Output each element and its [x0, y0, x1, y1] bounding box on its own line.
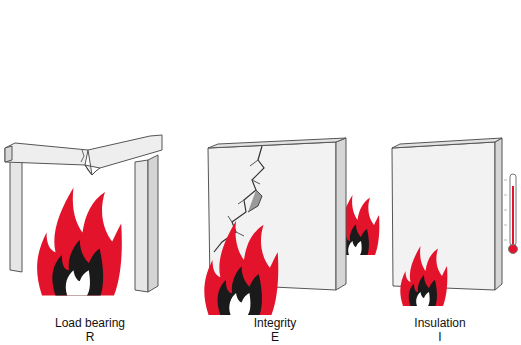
- criterion-name: Insulation: [414, 316, 465, 330]
- criterion-code: R: [86, 330, 95, 344]
- thermometer-symbol: [509, 174, 518, 254]
- criterion-code: E: [271, 330, 279, 344]
- heat-lines: [504, 180, 507, 240]
- criterion-name: Integrity: [254, 316, 297, 330]
- criterion-name: Load bearing: [55, 316, 125, 330]
- criterion-code: I: [438, 330, 441, 344]
